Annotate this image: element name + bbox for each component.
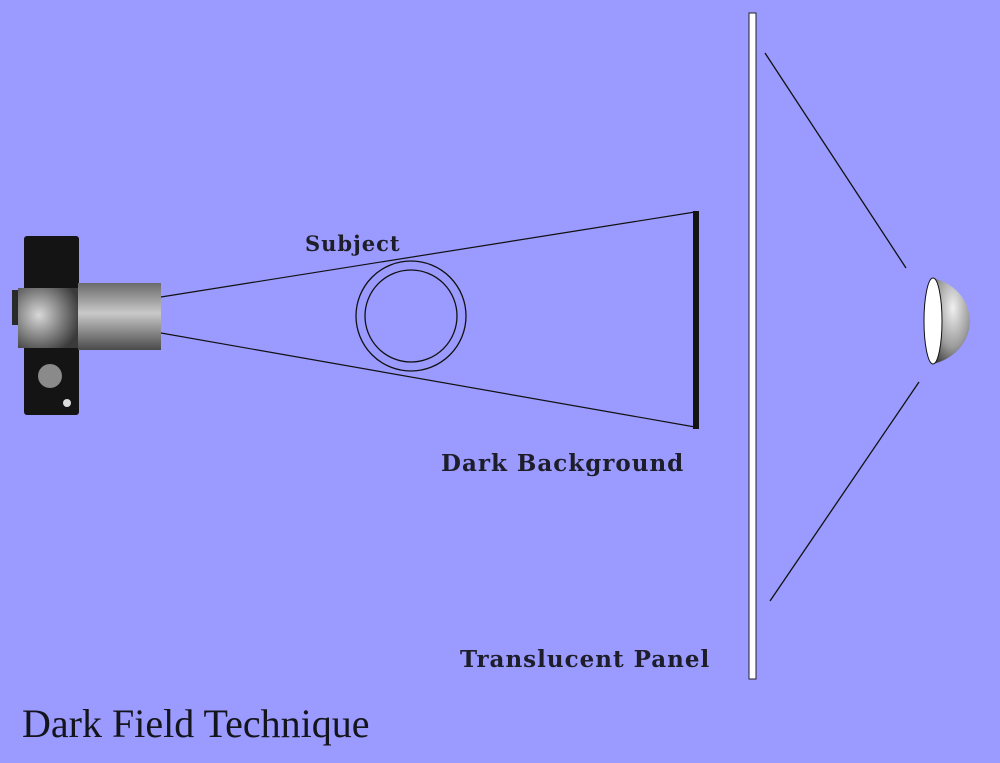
subject-inner-ring [364, 269, 458, 363]
camera-lens-mount [18, 288, 78, 348]
camera-dial [38, 364, 62, 388]
subject-outer-ring [355, 260, 467, 372]
dark-background-label: Dark Background [441, 450, 685, 477]
translucent-panel [748, 12, 757, 680]
fov-line-top [160, 211, 696, 298]
translucent-panel-label: Translucent Panel [460, 646, 711, 673]
light-ray-bottom [769, 381, 920, 602]
camera-icon [12, 236, 161, 415]
camera-button [63, 399, 71, 407]
camera-grip [12, 290, 20, 325]
diagram-title: Dark Field Technique [22, 701, 370, 746]
light-dome-face [923, 277, 943, 365]
subject-label: Subject [305, 231, 401, 256]
light-ray-top [764, 52, 907, 269]
fov-line-bottom [160, 332, 696, 428]
light-dome-icon [923, 277, 970, 365]
subject-icon [355, 260, 467, 372]
light-dome-body [932, 278, 970, 364]
dark-background-bar [693, 211, 699, 429]
camera-lens-barrel [78, 283, 161, 350]
